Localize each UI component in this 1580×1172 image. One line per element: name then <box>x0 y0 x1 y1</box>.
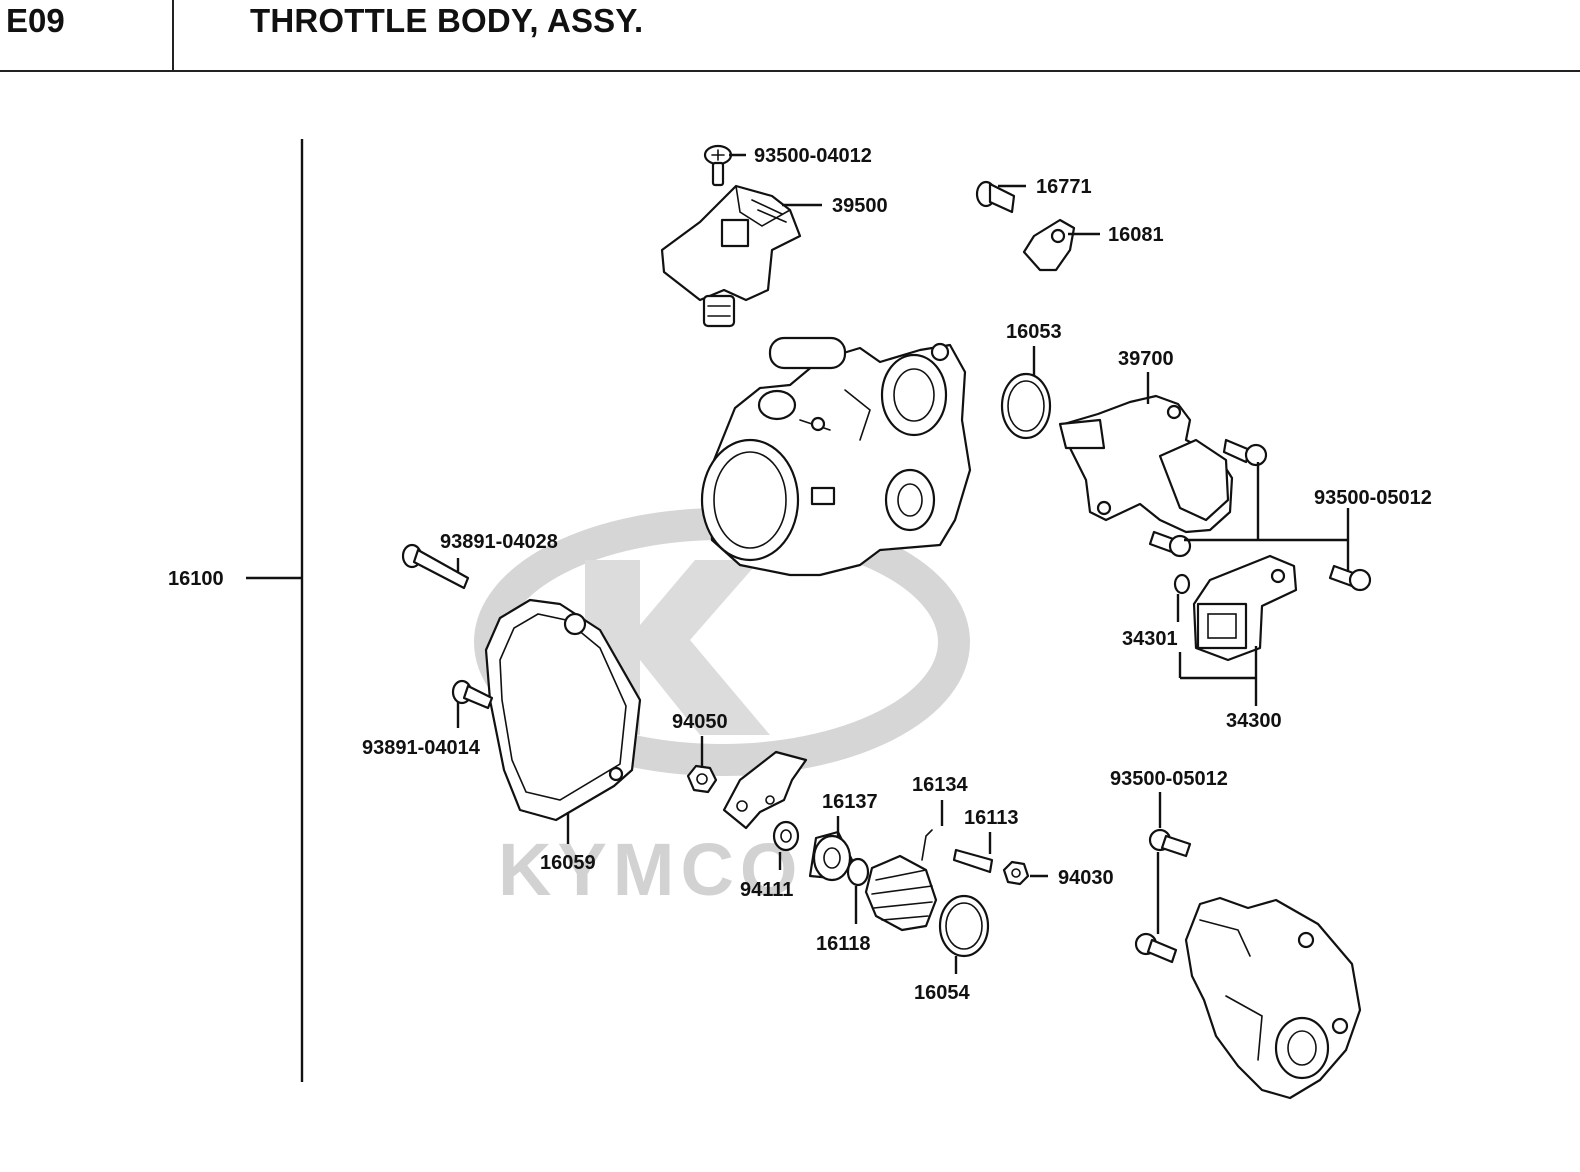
sensor-icon <box>660 184 802 328</box>
nut-icon <box>686 764 718 794</box>
nut-icon <box>1002 860 1030 886</box>
part-label: 16771 <box>1036 176 1092 198</box>
throttle-body-icon <box>700 336 972 577</box>
valve-icon <box>1058 394 1234 534</box>
screw-icon <box>451 679 494 710</box>
part-label: 39500 <box>832 195 888 217</box>
part-label: 93500-05012 <box>1314 487 1432 509</box>
watermark-text: KYMCO <box>498 828 803 911</box>
o-ring-icon <box>938 894 990 958</box>
bearing-icon <box>808 830 854 882</box>
leader-lines <box>456 153 1350 974</box>
part-label: 16053 <box>1006 321 1062 343</box>
part-label: 34300 <box>1226 710 1282 732</box>
part-label: 93891-04014 <box>362 737 481 759</box>
part-label: 16113 <box>964 807 1019 829</box>
part-label: 16134 <box>912 774 968 796</box>
screw-icon <box>703 144 733 187</box>
page-header: E09 THROTTLE BODY, ASSY. <box>0 0 1580 72</box>
plate-icon <box>1022 218 1076 272</box>
spring-icon <box>864 829 938 932</box>
part-label: 93891-04028 <box>440 531 558 553</box>
part-label: 94050 <box>672 711 728 733</box>
part-label: 16081 <box>1108 224 1164 246</box>
sensor-icon <box>1192 554 1298 662</box>
part-label: 94111 <box>740 879 793 901</box>
cover-icon <box>484 598 642 822</box>
part-label: 93500-05012 <box>1110 768 1228 790</box>
screw-icon <box>401 543 470 590</box>
page-title: THROTTLE BODY, ASSY. <box>250 2 644 39</box>
o-ring-icon <box>1173 573 1191 595</box>
part-label: 16054 <box>914 982 970 1004</box>
washer-icon <box>772 820 800 852</box>
part-label: 16059 <box>540 852 596 874</box>
part-label: 16137 <box>822 791 878 813</box>
o-ring-icon <box>1000 372 1052 440</box>
housing-icon <box>1184 896 1362 1100</box>
bolt-icon <box>975 180 1016 214</box>
part-labels: 93500-04012 39500 16771 16081 16053 3970… <box>362 145 1432 1004</box>
pin-icon <box>952 848 994 874</box>
lever-icon <box>722 750 808 830</box>
part-label: 16118 <box>816 933 871 955</box>
assembly-bracket: 16100 <box>168 139 304 1082</box>
part-label: 93500-04012 <box>754 145 872 167</box>
ring-icon <box>846 857 870 887</box>
part-label: 34301 <box>1122 628 1178 650</box>
part-label: 94030 <box>1058 867 1114 889</box>
section-code: E09 <box>6 2 65 39</box>
screw-icon <box>1134 828 1192 964</box>
assembly-label: 16100 <box>168 568 224 590</box>
part-label: 39700 <box>1118 348 1174 370</box>
header-divider <box>172 0 174 70</box>
